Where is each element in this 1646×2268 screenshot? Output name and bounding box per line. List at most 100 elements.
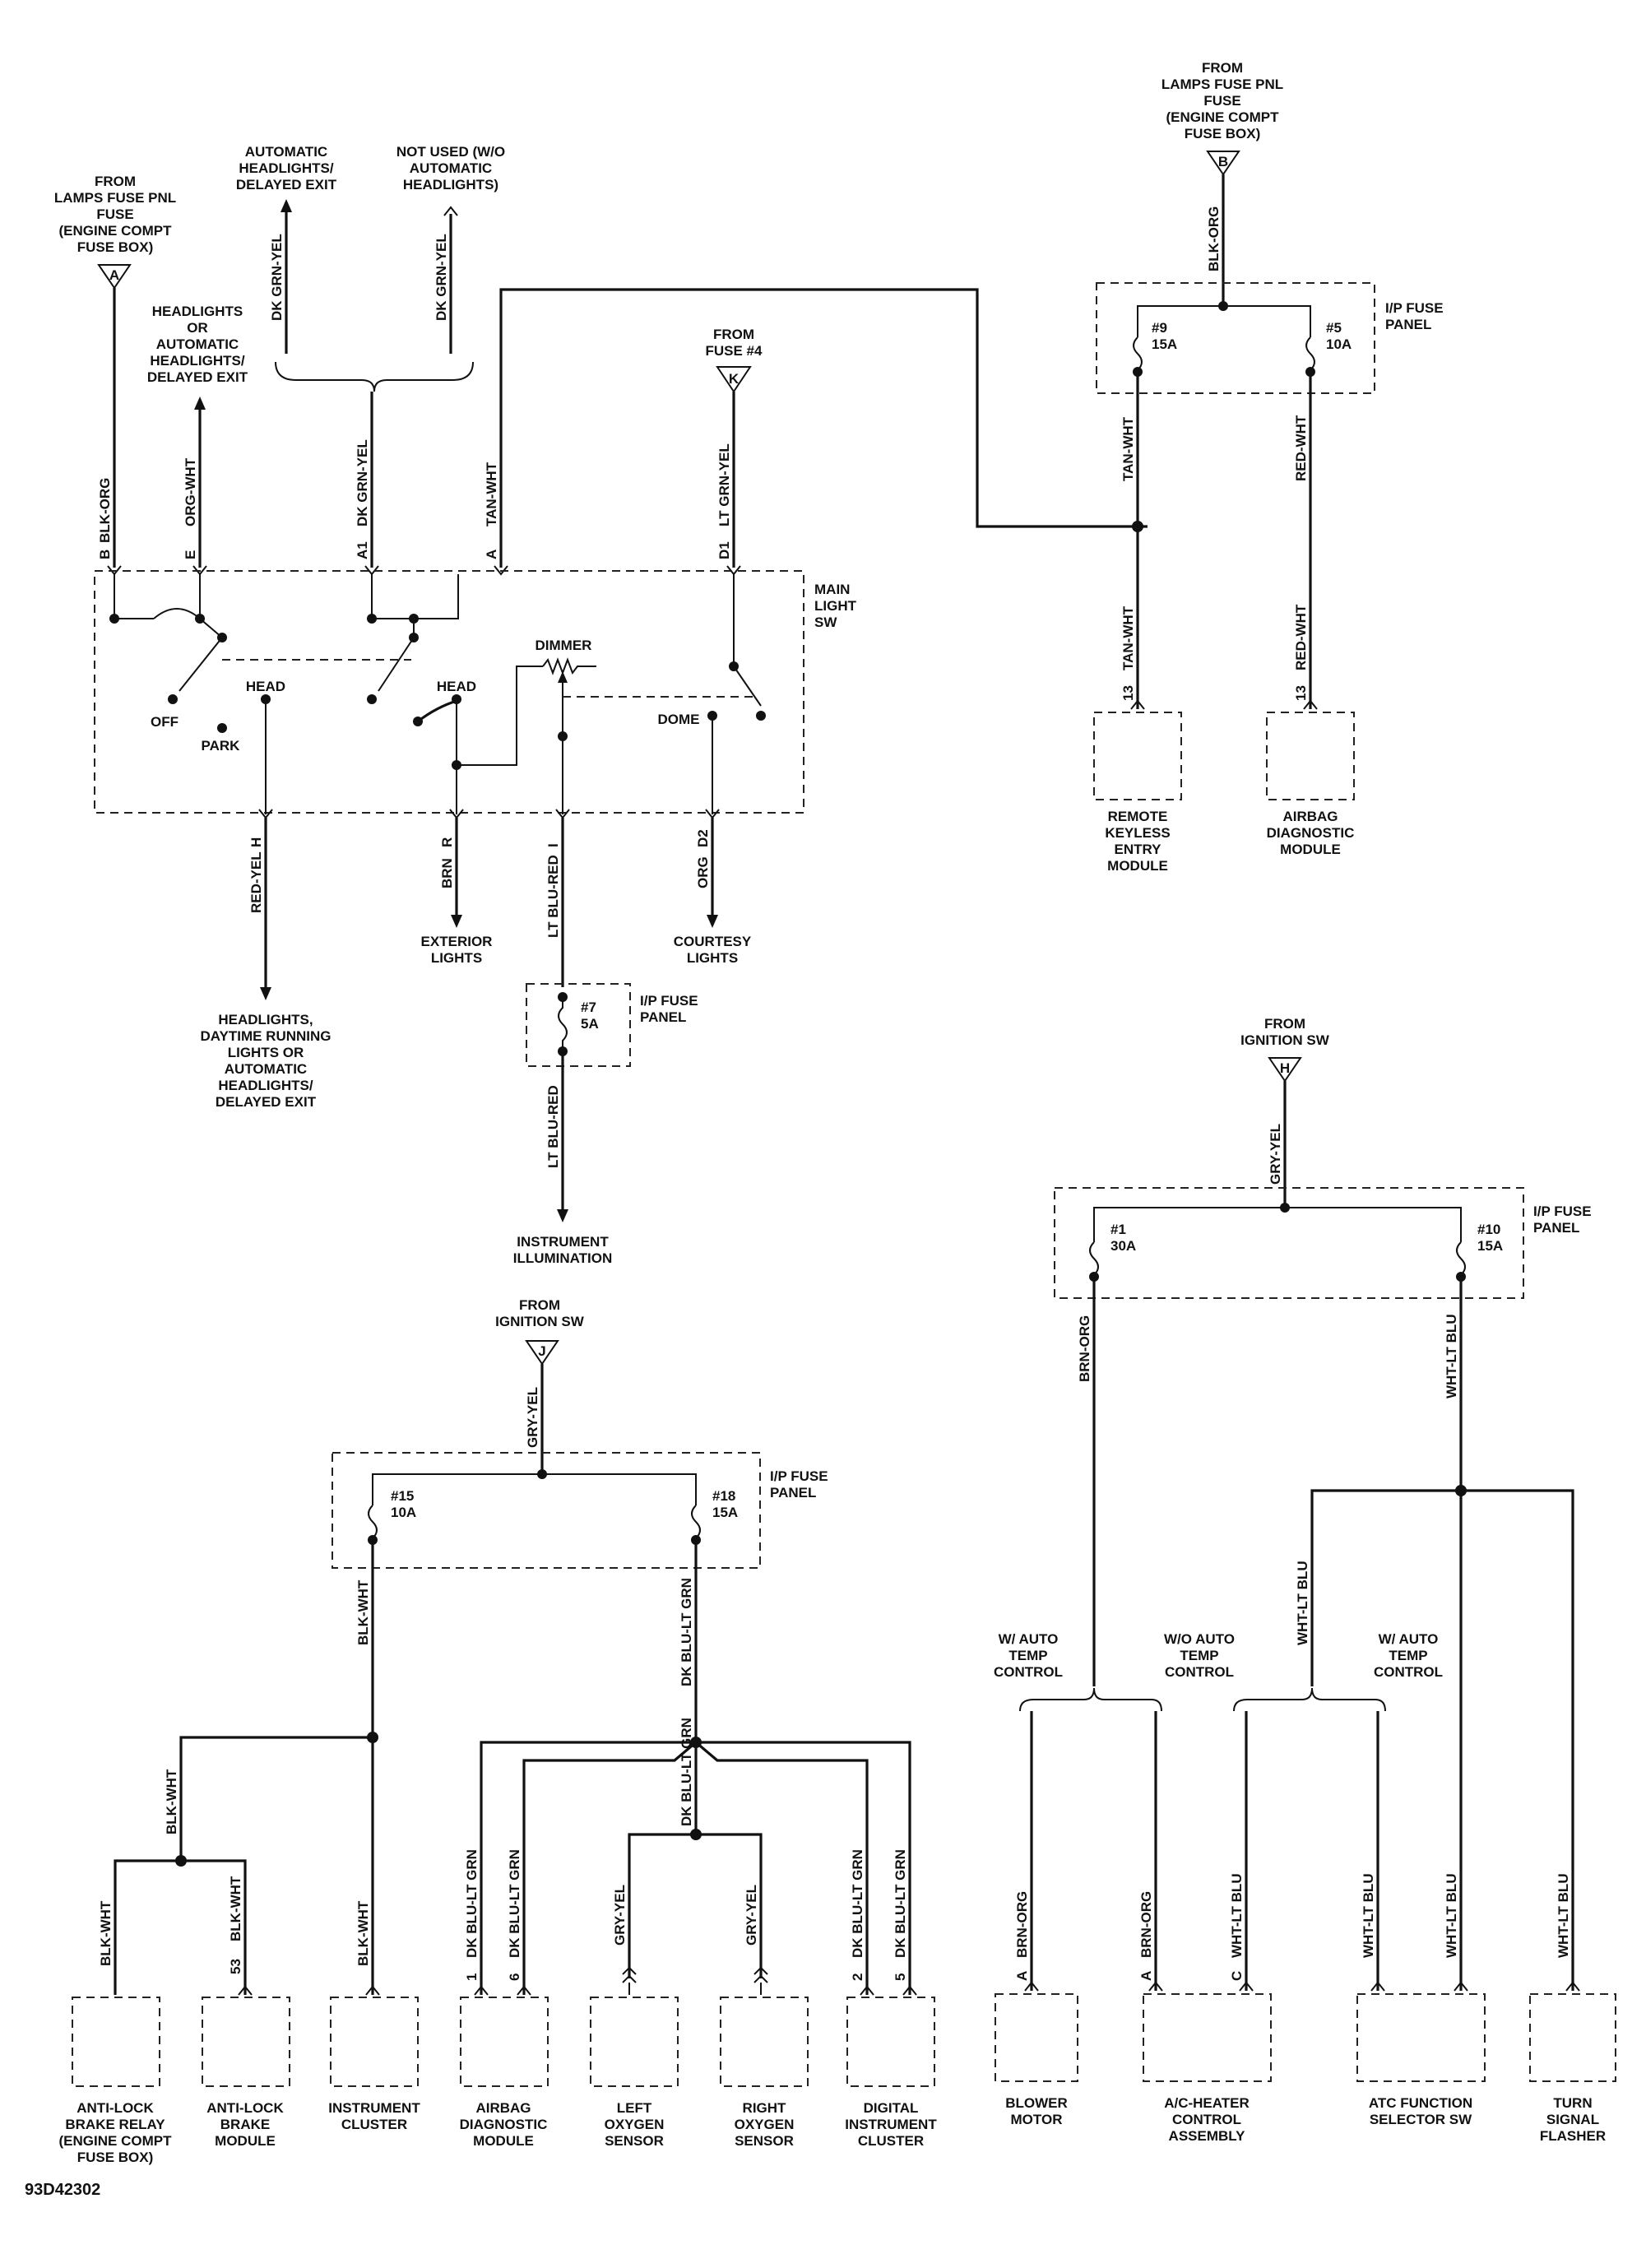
svg-text:DK GRN-YEL: DK GRN-YEL	[355, 439, 370, 526]
svg-text:CONTROL: CONTROL	[994, 1664, 1063, 1680]
svg-text:INSTRUMENT: INSTRUMENT	[517, 1234, 609, 1250]
svg-text:CONTROL: CONTROL	[1374, 1664, 1443, 1680]
component-instrument-cluster	[330, 1997, 419, 2087]
dest-courtesy-lights: COURTESY LIGHTS	[674, 934, 752, 966]
svg-text:PANEL: PANEL	[1533, 1220, 1579, 1236]
svg-text:SIGNAL: SIGNAL	[1546, 2112, 1599, 2127]
label-abs-relay: ANTI-LOCK BRAKE RELAY (ENGINE COMPT FUSE…	[59, 2100, 173, 2165]
svg-text:BLK-WHT: BLK-WHT	[228, 1876, 243, 1941]
fuse-panel-9-5-box	[1096, 282, 1375, 394]
svg-text:#7: #7	[581, 999, 596, 1015]
svg-text:E: E	[183, 550, 198, 559]
svg-text:W/O AUTO: W/O AUTO	[1164, 1631, 1235, 1647]
svg-text:FROM: FROM	[713, 327, 754, 342]
svg-text:OFF: OFF	[151, 714, 179, 730]
svg-text:FROM: FROM	[519, 1297, 560, 1313]
label-right-o2: RIGHT OXYGEN SENSOR	[735, 2100, 795, 2149]
svg-text:FROM: FROM	[1202, 60, 1243, 76]
svg-text:#9: #9	[1152, 320, 1167, 336]
svg-text:LAMPS FUSE PNL: LAMPS FUSE PNL	[1161, 77, 1283, 92]
figure-id: 93D42302	[25, 2181, 100, 2199]
svg-text:SENSOR: SENSOR	[605, 2133, 664, 2149]
svg-text:DK BLU-LT GRN: DK BLU-LT GRN	[679, 1578, 694, 1686]
svg-text:BRN-ORG: BRN-ORG	[1077, 1315, 1092, 1382]
svg-text:AUTOMATIC: AUTOMATIC	[156, 336, 239, 352]
svg-text:WHT-LT BLU: WHT-LT BLU	[1444, 1873, 1459, 1958]
svg-text:PARK: PARK	[202, 738, 241, 754]
svg-text:RIGHT: RIGHT	[743, 2100, 787, 2116]
svg-text:W/ AUTO: W/ AUTO	[1379, 1631, 1439, 1647]
label-instrument-cluster: INSTRUMENT CLUSTER	[328, 2100, 420, 2132]
svg-text:TEMP: TEMP	[1389, 1648, 1427, 1663]
svg-text:2: 2	[850, 1973, 865, 1981]
fuse-panel-1-10-label: I/P FUSE PANEL	[1533, 1204, 1592, 1236]
svg-text:ORG: ORG	[695, 856, 711, 888]
fuse-panel-1-10-box	[1054, 1187, 1524, 1299]
svg-text:IGNITION SW: IGNITION SW	[495, 1314, 585, 1329]
svg-text:A/C-HEATER: A/C-HEATER	[1164, 2095, 1250, 2111]
svg-text:A: A	[109, 267, 119, 283]
svg-text:DAYTIME RUNNING: DAYTIME RUNNING	[201, 1028, 332, 1044]
component-right-o2	[720, 1997, 809, 2087]
svg-text:53: 53	[228, 1959, 243, 1974]
svg-text:C: C	[1229, 1971, 1245, 1981]
svg-text:NOT USED (W/O: NOT USED (W/O	[396, 144, 505, 160]
svg-text:15A: 15A	[712, 1505, 738, 1520]
svg-text:5A: 5A	[581, 1016, 599, 1032]
svg-text:I/P FUSE: I/P FUSE	[1533, 1204, 1592, 1219]
svg-text:DOME: DOME	[658, 712, 700, 727]
svg-text:#15: #15	[391, 1488, 414, 1504]
svg-text:DK BLU-LT GRN: DK BLU-LT GRN	[507, 1849, 522, 1958]
svg-text:W/ AUTO: W/ AUTO	[999, 1631, 1059, 1647]
svg-text:CLUSTER: CLUSTER	[341, 2117, 407, 2132]
svg-text:I/P FUSE: I/P FUSE	[640, 993, 698, 1009]
svg-text:LT BLU-RED: LT BLU-RED	[545, 855, 561, 938]
svg-text:TEMP: TEMP	[1180, 1648, 1218, 1663]
source-j-connector: FROM IGNITION SW J	[495, 1297, 585, 1366]
fuse-panel-7-label: I/P FUSE PANEL	[640, 993, 698, 1025]
svg-text:A1: A1	[355, 541, 370, 559]
svg-text:BLK-ORG: BLK-ORG	[97, 478, 113, 543]
svg-text:BLK-ORG: BLK-ORG	[1206, 206, 1222, 271]
svg-text:FUSE BOX): FUSE BOX)	[1185, 126, 1261, 141]
svg-text:D2: D2	[695, 829, 711, 847]
svg-text:J: J	[538, 1343, 545, 1359]
svg-text:DK BLU-LT GRN: DK BLU-LT GRN	[850, 1849, 865, 1958]
svg-text:A: A	[1138, 1971, 1154, 1981]
component-abs-module	[202, 1997, 290, 2087]
svg-text:B: B	[1218, 154, 1228, 169]
svg-text:AUTOMATIC: AUTOMATIC	[410, 160, 492, 176]
svg-text:DELAYED EXIT: DELAYED EXIT	[147, 369, 248, 385]
label-atc: ATC FUNCTION SELECTOR SW	[1369, 2095, 1472, 2127]
svg-text:DIGITAL: DIGITAL	[864, 2100, 919, 2116]
svg-text:15A: 15A	[1152, 336, 1177, 352]
svg-text:15A: 15A	[1477, 1238, 1503, 1254]
svg-text:PANEL: PANEL	[770, 1485, 816, 1500]
svg-text:5: 5	[893, 1973, 908, 1981]
dest-exterior-lights: EXTERIOR LIGHTS	[421, 934, 493, 966]
svg-text:LT BLU-RED: LT BLU-RED	[545, 1085, 561, 1168]
svg-text:CLUSTER: CLUSTER	[858, 2133, 924, 2149]
svg-text:ATC FUNCTION: ATC FUNCTION	[1369, 2095, 1472, 2111]
svg-text:WHT-LT BLU: WHT-LT BLU	[1295, 1561, 1310, 1645]
svg-text:ORG-WHT: ORG-WHT	[183, 457, 198, 526]
label-digital-cluster: DIGITAL INSTRUMENT CLUSTER	[845, 2100, 937, 2149]
svg-text:13: 13	[1120, 685, 1136, 701]
svg-text:SW: SW	[814, 615, 837, 630]
svg-text:GRY-YEL: GRY-YEL	[525, 1387, 540, 1448]
option-w-auto-right: W/ AUTO TEMP CONTROL	[1374, 1631, 1443, 1680]
svg-text:FUSE BOX): FUSE BOX)	[77, 239, 154, 255]
svg-text:I/P FUSE: I/P FUSE	[1385, 300, 1444, 316]
svg-text:DELAYED EXIT: DELAYED EXIT	[236, 177, 337, 192]
svg-text:R: R	[439, 837, 455, 847]
svg-text:HEADLIGHTS/: HEADLIGHTS/	[150, 353, 245, 369]
component-left-o2	[590, 1997, 679, 2087]
svg-text:DK GRN-YEL: DK GRN-YEL	[434, 234, 449, 321]
svg-text:DK GRN-YEL: DK GRN-YEL	[269, 234, 285, 321]
svg-text:AUTOMATIC: AUTOMATIC	[245, 144, 327, 160]
svg-text:FROM: FROM	[95, 174, 136, 189]
component-blower	[995, 1993, 1078, 2082]
svg-text:FUSE: FUSE	[1203, 93, 1240, 109]
svg-text:INSTRUMENT: INSTRUMENT	[845, 2117, 937, 2132]
svg-text:HEADLIGHTS: HEADLIGHTS	[152, 304, 243, 319]
